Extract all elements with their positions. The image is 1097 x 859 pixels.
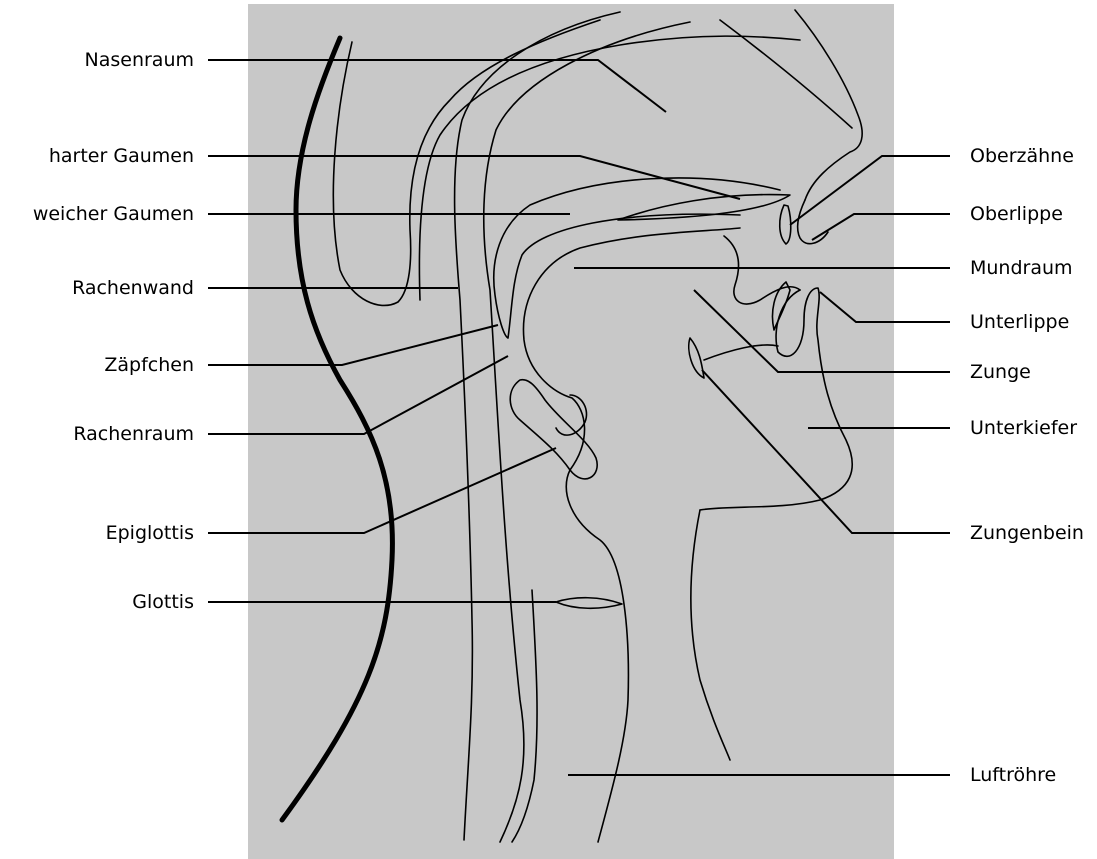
diagram-panel (248, 4, 894, 859)
label-zunge: Zunge (970, 361, 1031, 383)
label-nasenraum: Nasenraum (85, 49, 195, 71)
label-unterkiefer: Unterkiefer (970, 417, 1077, 439)
label-epiglottis: Epiglottis (106, 522, 194, 544)
label-mundraum: Mundraum (970, 257, 1073, 279)
labels-right: Oberzähne Oberlippe Mundraum Unterlippe … (970, 145, 1084, 786)
label-rachenwand: Rachenwand (72, 277, 194, 299)
label-glottis: Glottis (132, 591, 194, 613)
label-oberzaehne: Oberzähne (970, 145, 1074, 167)
label-oberlippe: Oberlippe (970, 203, 1063, 225)
label-harter-gaumen: harter Gaumen (49, 145, 194, 167)
label-zungenbein: Zungenbein (970, 522, 1084, 544)
label-rachenraum: Rachenraum (73, 423, 194, 445)
label-weicher-gaumen: weicher Gaumen (33, 203, 194, 225)
label-unterlippe: Unterlippe (970, 311, 1069, 333)
label-zaepfchen: Zäpfchen (104, 354, 194, 376)
label-luftroehre: Luftröhre (970, 764, 1056, 786)
labels-left: Nasenraum harter Gaumen weicher Gaumen R… (33, 49, 194, 613)
